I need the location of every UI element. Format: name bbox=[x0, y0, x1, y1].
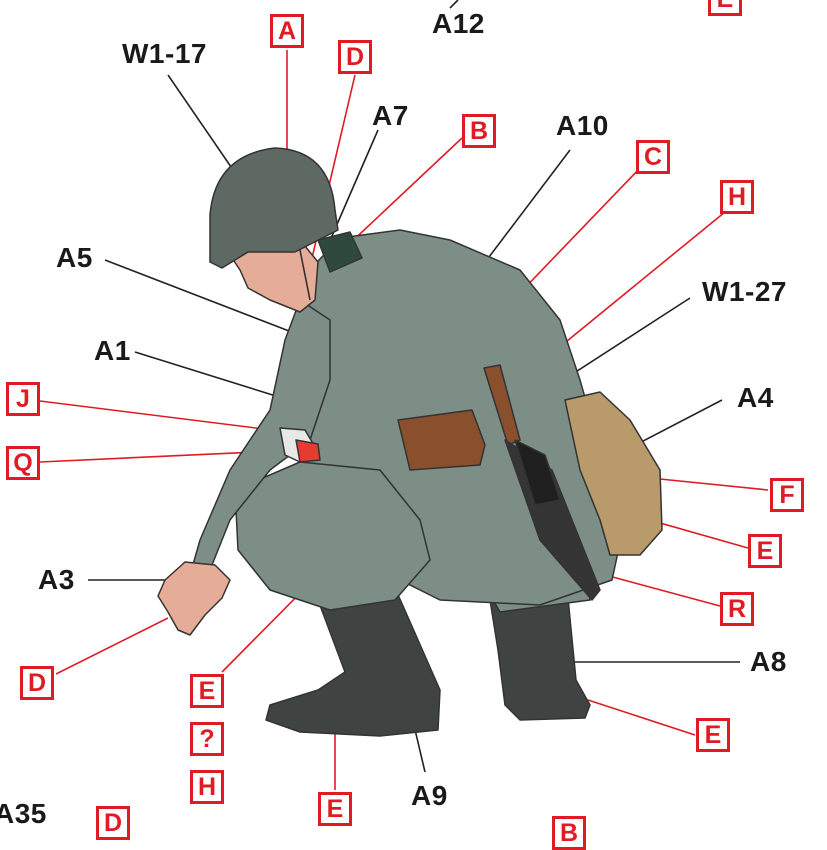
part-label-a12: A12 bbox=[432, 10, 485, 38]
part-label-a3: A3 bbox=[38, 566, 75, 594]
soldier bbox=[158, 148, 662, 736]
color-code-a-helmet: A bbox=[270, 14, 304, 48]
part-label-a1: A1 bbox=[94, 337, 131, 365]
part-label-a9: A9 bbox=[411, 782, 448, 810]
color-code-e-scabbard: E bbox=[748, 534, 782, 568]
color-code-q-cuff-tab: Q bbox=[6, 446, 40, 480]
part-label-a5: A5 bbox=[56, 244, 93, 272]
part-label-a35: A35 bbox=[0, 800, 47, 828]
rear-boot bbox=[490, 598, 590, 720]
color-code-h-lower: H bbox=[190, 770, 224, 804]
part-label-a10: A10 bbox=[556, 112, 609, 140]
color-code-d-face: D bbox=[338, 40, 372, 74]
helmet bbox=[210, 148, 338, 268]
painting-guide: A12 W1-17 A7 A10 A5 W1-27 A1 A4 A3 A8 A9… bbox=[0, 0, 827, 832]
part-label-a4: A4 bbox=[737, 384, 774, 412]
color-code-f-bag: F bbox=[770, 478, 804, 512]
color-code-j-cuff: J bbox=[6, 382, 40, 416]
color-code-h-frog: H bbox=[720, 180, 754, 214]
color-code-d-bottom: D bbox=[96, 806, 130, 840]
ammo-pouch bbox=[398, 410, 485, 470]
color-code-d-hand: D bbox=[20, 666, 54, 700]
color-code-r-tip: R bbox=[720, 592, 754, 626]
cuff-tab bbox=[296, 440, 320, 462]
part-label-a7: A7 bbox=[372, 102, 409, 130]
color-code-e-boot-sole: E bbox=[318, 792, 352, 826]
color-code-e-belt: E bbox=[190, 674, 224, 708]
color-code-b-bottom: B bbox=[552, 816, 586, 850]
part-label-w1-27: W1-27 bbox=[702, 278, 787, 306]
color-code-e-boot-heel: E bbox=[696, 718, 730, 752]
color-code-question: ? bbox=[190, 722, 224, 756]
part-label-a8: A8 bbox=[750, 648, 787, 676]
color-code-b-collar: B bbox=[462, 114, 496, 148]
part-label-w1-17: W1-17 bbox=[122, 40, 207, 68]
color-code-e-top-right: E bbox=[708, 0, 742, 16]
soldier-figure-illustration bbox=[0, 0, 827, 832]
hand bbox=[158, 562, 230, 635]
color-code-c-tunic: C bbox=[636, 140, 670, 174]
